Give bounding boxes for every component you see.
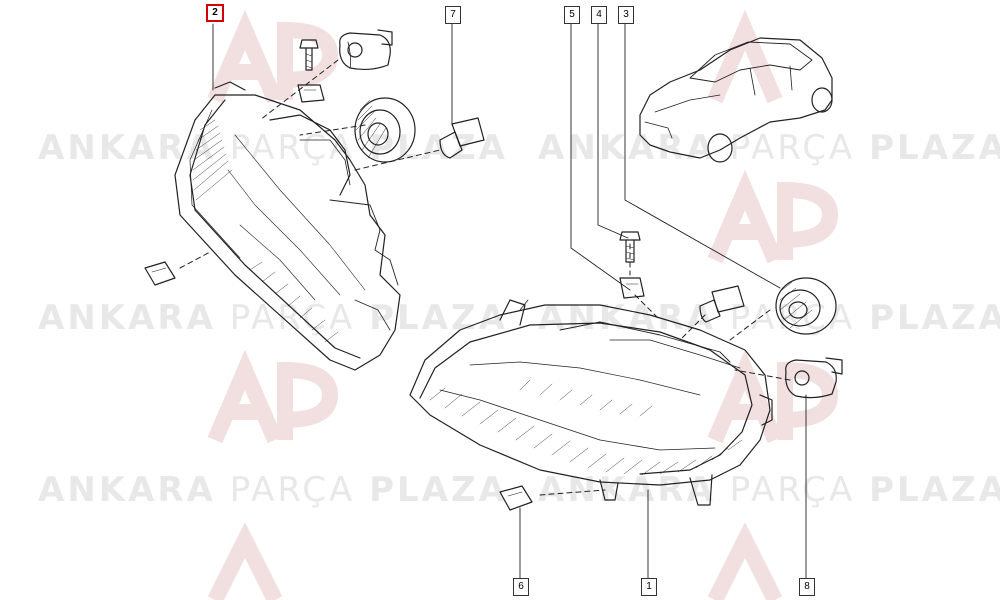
- watermark-text: ANKARA PARÇA PLAZA: [538, 470, 1000, 510]
- ap-logo-mark: [207, 9, 283, 104]
- ap-logo-mark: [707, 522, 783, 600]
- ap-logo-mark: [277, 361, 339, 440]
- headlamp-left: [174, 81, 401, 371]
- cap-ring: [354, 97, 416, 163]
- callout-leaders: [212, 23, 807, 579]
- dashed-leaders: [179, 59, 791, 496]
- ap-logo-mark: [277, 21, 339, 100]
- side-bulb: [439, 117, 485, 159]
- bulb-right: [699, 285, 745, 323]
- callout-7[interactable]: 7: [445, 6, 461, 24]
- ap-logo-mark: [707, 9, 783, 104]
- ap-logo-mark: [777, 181, 839, 260]
- clip: [297, 84, 325, 103]
- bulb-socket-top-left: [339, 29, 393, 71]
- nut-left: [144, 261, 176, 286]
- ap-logo-mark: [207, 522, 283, 600]
- watermark-text: ANKARA PARÇA PLAZA: [38, 298, 508, 338]
- watermark-text: ANKARA PARÇA PLAZA: [38, 470, 508, 510]
- callout-6[interactable]: 6: [513, 578, 529, 596]
- callout-1[interactable]: 1: [641, 578, 657, 596]
- bolt-right: [619, 231, 641, 263]
- bolt: [299, 39, 319, 71]
- callout-3[interactable]: 3: [618, 6, 634, 24]
- callout-4[interactable]: 4: [591, 6, 607, 24]
- socket-right: [785, 357, 843, 399]
- clip-right: [619, 277, 645, 299]
- callout-2[interactable]: 2: [206, 4, 224, 22]
- watermark-text: ANKARA PARÇA PLAZA: [538, 128, 1000, 168]
- car-illustration: [639, 37, 833, 163]
- callout-8[interactable]: 8: [799, 578, 815, 596]
- cap-right: [775, 277, 837, 335]
- ap-logo-mark: [707, 169, 783, 264]
- nut-right: [499, 485, 533, 511]
- headlamp-right: [409, 299, 773, 506]
- ap-logo-mark: [707, 349, 783, 444]
- ap-logo-mark: [207, 349, 283, 444]
- callout-5[interactable]: 5: [564, 6, 580, 24]
